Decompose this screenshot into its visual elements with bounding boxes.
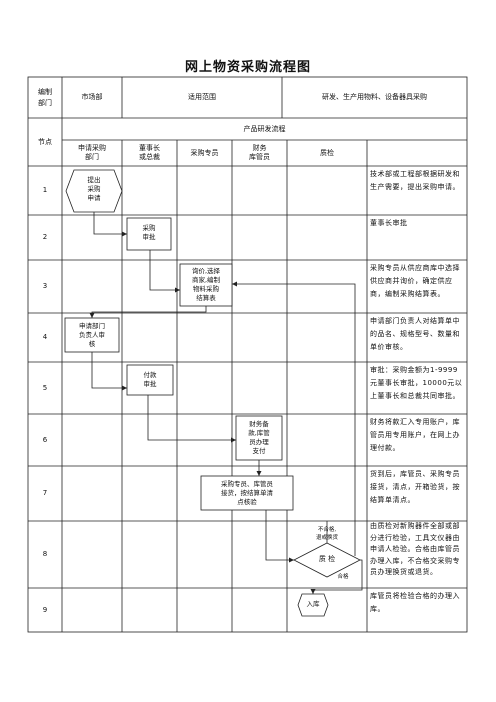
node-pay-approve-shape (126, 364, 174, 396)
node-dept-review-shape (64, 317, 120, 353)
node-dept-review: 申请部门 负责人审 核 (79, 322, 105, 348)
row-description: 采购专员从供应商库中选择供应商并询价，确定供应商，编制采购结算表。 (370, 264, 460, 298)
row-num: 2 (42, 233, 48, 241)
role-qc: 质检 (320, 148, 334, 157)
row-num: 8 (42, 550, 48, 558)
org-value: 市场部 (81, 93, 103, 101)
org-label: 编制 部门 (38, 87, 52, 107)
pass-label: 合格 (337, 574, 349, 580)
node-approve1: 采购 审批 (142, 224, 156, 241)
node-store: 入库 (306, 600, 320, 608)
row-num: 4 (42, 333, 48, 341)
row-description: 审批：采购金额为1-9999元董事长审批，10000元以上董事长和总裁共同审批。 (370, 366, 463, 400)
node-finance: 财务备 款,库管 员办理 支付 (248, 420, 270, 455)
fail-label: 不合格, 退或换货 (315, 527, 338, 541)
node-finance-shape (235, 415, 283, 461)
node-pay-approve: 付款 审批 (143, 371, 157, 388)
node-column-label: 节点 (38, 137, 52, 146)
process-name: 产品研发流程 (243, 124, 286, 133)
row-description: 财务将款汇入专用账户，库管员用专用账户，在网上办理付款。 (370, 418, 460, 452)
row-description: 货到后，库管员、采购专员接货，清点，开箱验货，按结算单清点。 (370, 470, 460, 504)
row-num: 9 (42, 605, 48, 614)
node-inquiry: 询价,选择 商家,编制 物料采购 结算表 (191, 267, 221, 302)
node-store-shape (297, 593, 329, 617)
row-description: 由质检对新购器件全部或部分进行检验，工具文仪器由申请人检验。合格由库管员办理入库… (370, 522, 460, 576)
node-inquiry-shape (179, 263, 233, 307)
node-approve1-shape (126, 217, 172, 251)
role-chairman: 董事长 或总裁 (139, 144, 160, 161)
node-apply-shape (65, 169, 123, 213)
row-num: 3 (42, 282, 48, 290)
node-receive-shape (200, 475, 294, 511)
scope-label: 适用范围 (188, 93, 216, 101)
row-description: 技术部或工程部根据研发和生产需要，提出采购申请。 (370, 170, 460, 191)
row-description: 库管员将检验合格的办理入库。 (370, 592, 460, 613)
row-num: 6 (42, 435, 48, 444)
node-apply: 提出 采购 申请 (87, 176, 101, 202)
role-finance: 财务 库管员 (249, 144, 270, 161)
node-receive: 采购专员、库管员 接货，按结算单清 点核验 (221, 480, 273, 506)
row-description: 申请部门负责人对结算单中的品名、规格型号、数量和单价审核。 (370, 317, 460, 351)
row-num: 1 (42, 186, 48, 194)
row-description: 董事长审批 (370, 219, 408, 227)
role-applicant: 申请采购 部门 (78, 144, 106, 161)
node-inspect: 质 检 (318, 555, 336, 563)
scope-value: 研发、生产用物料、设备器具采购 (322, 93, 427, 101)
row-num: 7 (42, 489, 48, 497)
node-inspect-shape (293, 542, 361, 578)
row-num: 5 (42, 383, 48, 392)
role-buyer: 采购专员 (190, 148, 219, 157)
page-title: 网上物资采购流程图 (184, 60, 311, 75)
